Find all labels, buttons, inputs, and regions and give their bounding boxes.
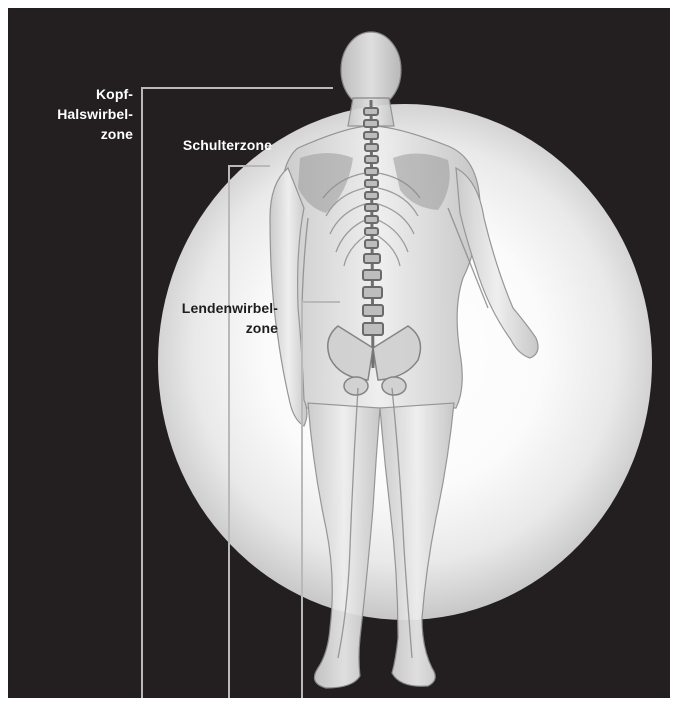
lumbar-zone-label: Lendenwirbel- zone bbox=[136, 298, 278, 338]
anatomy-illustration-panel: Kopf- Halswirbel- zone Schulterzone Lend… bbox=[8, 8, 670, 698]
lumbar-zone-label-line1: Lendenwirbel- bbox=[136, 298, 278, 318]
shoulder-zone-leader bbox=[229, 166, 270, 698]
shoulder-zone-label-line1: Schulterzone bbox=[148, 135, 272, 155]
shoulder-zone-label: Schulterzone bbox=[148, 135, 272, 155]
neck-zone-label-line3: zone bbox=[48, 124, 133, 144]
neck-zone-label-line2: Halswirbel- bbox=[48, 104, 133, 124]
neck-zone-label: Kopf- Halswirbel- zone bbox=[48, 84, 133, 144]
lumbar-zone-label-line2: zone bbox=[136, 318, 278, 338]
neck-zone-label-line1: Kopf- bbox=[48, 84, 133, 104]
